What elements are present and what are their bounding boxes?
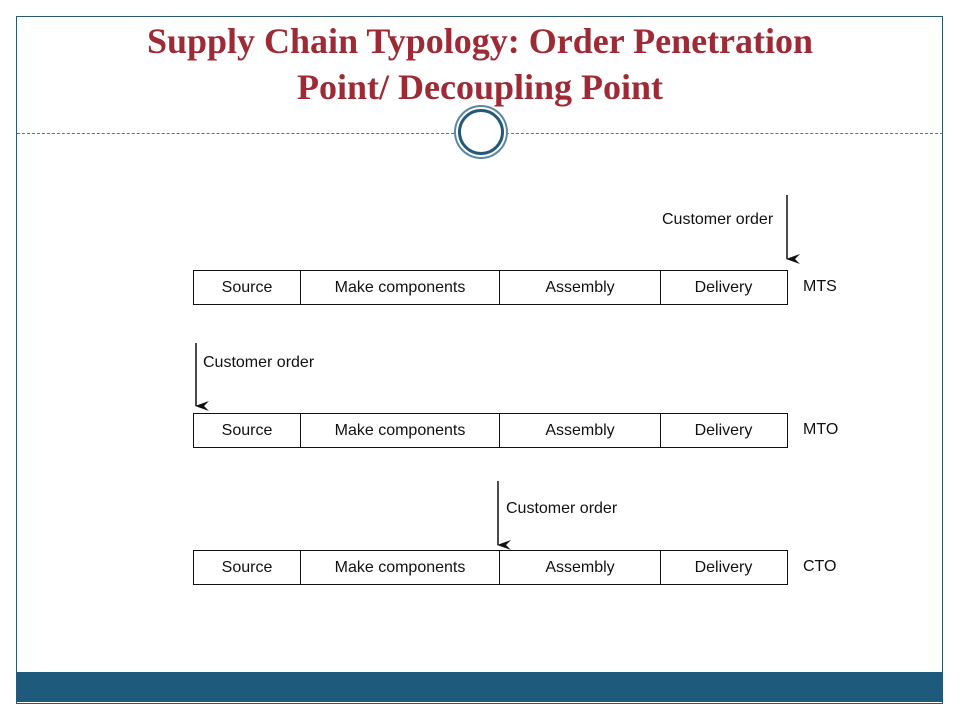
- stage-delivery: Delivery: [694, 278, 753, 296]
- stage-source: Source: [194, 271, 301, 304]
- title-circle-ornament: [458, 109, 504, 155]
- mts-process-row: Source Make components Assembly Delivery: [193, 270, 788, 305]
- title-line-2: Point/ Decoupling Point: [296, 67, 664, 107]
- stage-delivery: Delivery: [694, 558, 753, 576]
- mto-order-label: Customer order: [203, 354, 315, 371]
- cto-typology-label: CTO: [803, 558, 837, 575]
- stage-assembly: Assembly: [500, 551, 661, 584]
- stage-assembly: Assembly: [500, 271, 661, 304]
- stage-make-components: Make components: [301, 414, 500, 447]
- stage-make-components: Make components: [301, 271, 500, 304]
- mts-order-label: Customer order: [662, 211, 774, 228]
- mts-typology-label: MTS: [803, 278, 837, 295]
- stage-source: Source: [194, 551, 301, 584]
- stage-source: Source: [194, 414, 301, 447]
- slide-title: Supply Chain Typology: Order Penetration…: [16, 18, 944, 110]
- slide-frame: [16, 16, 943, 704]
- title-line-1: Supply Chain Typology: Order Penetration: [146, 21, 814, 61]
- mto-process-row: Source Make components Assembly Delivery: [193, 413, 788, 448]
- mto-typology-label: MTO: [803, 421, 839, 438]
- stage-assembly: Assembly: [500, 414, 661, 447]
- stage-make-components: Make components: [301, 551, 500, 584]
- stage-delivery: Delivery: [694, 421, 753, 439]
- cto-process-row: Source Make components Assembly Delivery: [193, 550, 788, 585]
- footer-bar: [17, 672, 943, 702]
- cto-order-label: Customer order: [506, 500, 618, 517]
